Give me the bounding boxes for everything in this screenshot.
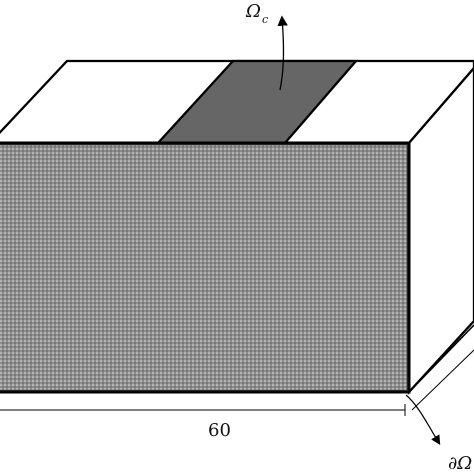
front-face-inner-border <box>0 143 409 392</box>
omega-c-label: Ωc <box>245 1 268 26</box>
dimension-label-60: 60 <box>208 420 231 441</box>
front-face <box>0 141 411 394</box>
boundary-arrow <box>405 394 441 446</box>
omega-symbol: Ω <box>245 1 261 22</box>
dimension-depth-line <box>411 349 474 411</box>
omega-subscript: c <box>262 13 268 26</box>
boundary-label: ∂Ω <box>448 453 472 474</box>
omega-c-arrow <box>277 15 288 91</box>
base-right-edge <box>408 324 474 393</box>
